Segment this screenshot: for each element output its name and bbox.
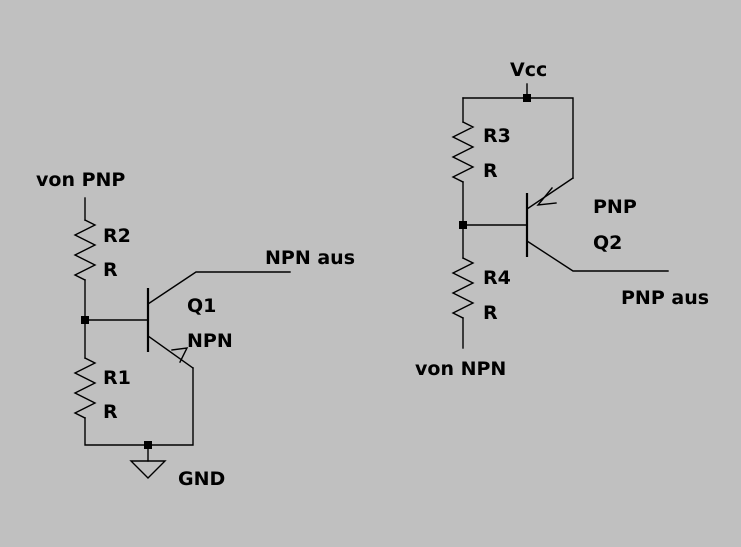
q2-emitter-wire	[526, 177, 574, 210]
resistor-r3	[451, 121, 475, 183]
transistor-q2-pnp	[525, 177, 669, 272]
q2-emitter-arrow-icon	[536, 187, 557, 206]
vcc-rail-wire	[462, 97, 574, 179]
resistor-r1	[73, 357, 97, 419]
label-r2-name: R2	[103, 225, 131, 247]
label-r4-value: R	[483, 302, 498, 324]
label-r3-value: R	[483, 160, 498, 182]
label-q2-type: PNP	[593, 196, 637, 218]
label-q2-name: Q2	[593, 232, 622, 254]
q1-collector-wire	[147, 271, 291, 305]
q1-emitter-arrow-icon	[171, 347, 189, 363]
left-circuit: von PNP R2 R R1 R Q1 NPN NPN aus GND	[36, 169, 355, 490]
resistor-r4	[451, 257, 475, 319]
label-gnd: GND	[178, 468, 225, 490]
label-r1-value: R	[103, 401, 118, 423]
right-circuit: Vcc R3 R R4 R PNP Q2 PNP aus von NPN	[415, 59, 709, 380]
label-pnp-aus: PNP aus	[621, 287, 709, 309]
label-r4-name: R4	[483, 267, 511, 289]
label-vcc: Vcc	[510, 59, 547, 81]
transistor-q1-npn	[146, 271, 291, 369]
label-r2-value: R	[103, 259, 118, 281]
junction-node-base-q1	[81, 316, 89, 324]
resistor-r2	[73, 219, 97, 281]
q2-collector-wire	[526, 240, 669, 272]
label-r1-name: R1	[103, 367, 131, 389]
ground-symbol-icon	[129, 460, 167, 479]
label-q1-name: Q1	[187, 295, 216, 317]
label-r3-name: R3	[483, 125, 511, 147]
label-von-npn: von NPN	[415, 358, 506, 380]
ground-return-wire	[84, 367, 194, 446]
label-npn-aus: NPN aus	[265, 247, 355, 269]
label-q1-type: NPN	[187, 330, 233, 352]
label-von-pnp: von PNP	[36, 169, 125, 191]
q1-emitter-wire	[147, 335, 194, 369]
